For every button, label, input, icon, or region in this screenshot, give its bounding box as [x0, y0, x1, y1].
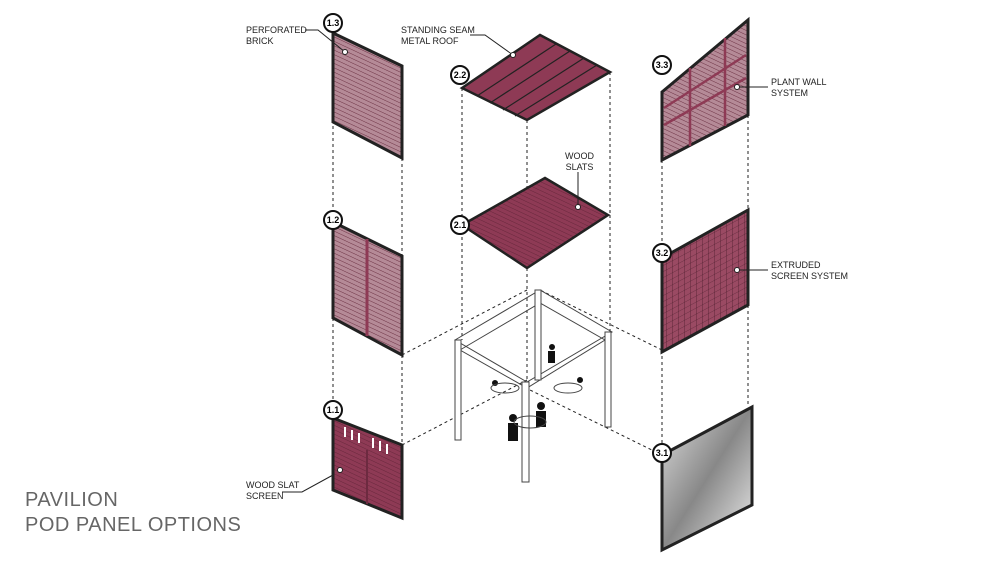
badge-1-3: 1.3 [323, 13, 343, 33]
label-line: STANDING SEAM [401, 25, 475, 35]
badge-3-2: 3.2 [652, 243, 672, 263]
badge-3-1: 3.1 [652, 443, 672, 463]
label-line: WOOD SLAT [246, 480, 300, 490]
label-line: SYSTEM [771, 88, 809, 98]
label-line: EXTRUDED [771, 260, 821, 270]
people-silhouettes [492, 344, 583, 441]
pavilion-frame [454, 289, 613, 483]
panel-plant-wall [660, 16, 750, 163]
leader-lines [282, 29, 768, 493]
label-line: PERFORATED [246, 25, 307, 35]
diagram-title: PAVILION POD PANEL OPTIONS [25, 488, 241, 538]
projection-lines [332, 72, 749, 456]
label-line: METAL ROOF [401, 36, 459, 46]
label-line: SLATS [565, 162, 594, 172]
badge-2-1: 2.1 [450, 215, 470, 235]
title-line-1: PAVILION [25, 489, 119, 511]
badge-1-2: 1.2 [323, 210, 343, 230]
panel-perforated-brick [331, 30, 404, 161]
panel-wood-slats-roof [459, 176, 611, 270]
badge-1-1: 1.1 [323, 400, 343, 420]
panel-standing-seam-roof [459, 33, 613, 122]
label-line: WOOD [565, 151, 594, 161]
title-line-2: POD PANEL OPTIONS [25, 514, 242, 536]
badge-2-2: 2.2 [450, 65, 470, 85]
panel-photo-image [660, 404, 754, 553]
label-line: SCREEN SYSTEM [771, 271, 849, 281]
label-line: SCREEN [246, 491, 284, 501]
panel-extruded-screen [660, 207, 750, 355]
label-line: PLANT WALL [771, 77, 827, 87]
label-line: BRICK [246, 36, 274, 46]
badge-3-3: 3.3 [652, 55, 672, 75]
